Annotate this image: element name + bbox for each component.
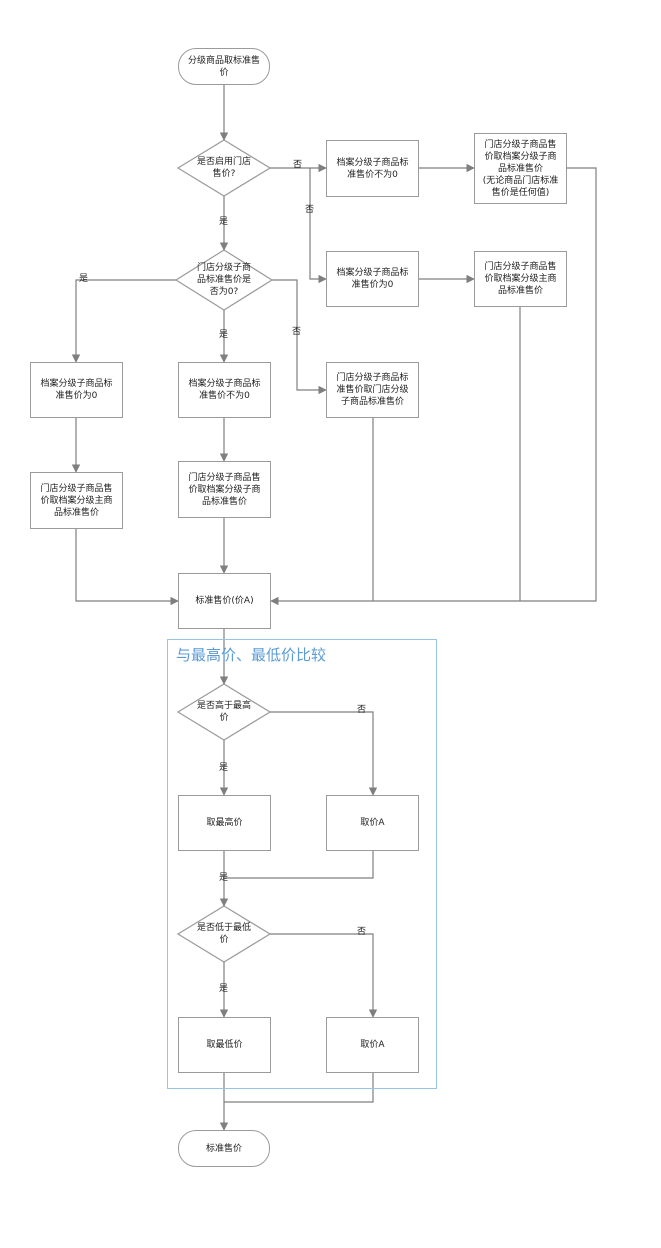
edge-d4-to-r13 <box>270 933 378 1018</box>
edge-label-d4-yes: 是 <box>219 984 229 994</box>
edge-label-d3-yes: 是 <box>219 763 229 773</box>
decision-below-min: 是否低于最低 价 <box>196 923 251 945</box>
node-archive-price-zero: 档案分级子商品标 准售价为0 <box>326 251 419 307</box>
node-take-price-a-2: 取价A <box>326 1017 419 1073</box>
node-archive-price-not-zero: 档案分级子商品标 准售价不为0 <box>326 140 419 197</box>
edge-d2-to-r5 <box>71 279 176 363</box>
edge-label-d2-no: 否 <box>292 327 302 337</box>
node-left-archive-price-zero: 档案分级子商品标 准售价为0 <box>30 362 123 418</box>
edge-d3-to-r11 <box>270 711 378 796</box>
edge-d2-to-r7 <box>272 279 327 395</box>
node-take-max-price: 取最高价 <box>178 795 271 851</box>
node-take-price-a-1: 取价A <box>326 795 419 851</box>
comparison-group-frame <box>167 639 437 1089</box>
node-store-std-price-from-store-child: 门店分级子商品标 准售价取门店分级 子商品标准售价 <box>326 362 419 418</box>
decision-enable-store-price: 是否启用门店 售价? <box>196 157 251 179</box>
edge-label-merge-yes: 是 <box>219 873 229 883</box>
node-store-price-from-archive-main: 门店分级子商品售 价取档案分级主商 品标准售价 <box>474 251 567 307</box>
node-take-min-price: 取最低价 <box>178 1017 271 1073</box>
edge-label-d1-no-down: 否 <box>305 205 315 215</box>
edge-r13-to-end <box>224 1073 374 1103</box>
edge-r11-to-d4 <box>224 851 374 879</box>
decision-store-price-zero: 门店分级子商 品标准售价是 否为0? <box>196 263 251 297</box>
end-node: 标准售价 <box>178 1130 270 1167</box>
edge-r2-to-std <box>270 167 597 606</box>
node-standard-price-a: 标准售价(价A) <box>178 573 271 629</box>
node-store-price-from-archive-child: 门店分级子商品售 价取档案分级子商 品标准售价 (无论商品门店标准 售价是任何值… <box>474 133 567 204</box>
decision-above-max: 是否高于最高 价 <box>196 701 251 723</box>
edge-d1-to-r3 <box>309 168 327 284</box>
edge-label-d3-no: 否 <box>357 705 367 715</box>
node-mid-archive-price-not-zero: 档案分级子商品标 准售价不为0 <box>178 362 271 418</box>
edge-label-d4-no: 否 <box>357 927 367 937</box>
edge-label-d2-yes-left: 是 <box>79 274 89 284</box>
edge-label-d1-no: 否 <box>293 160 303 170</box>
edge-label-d2-yes-down: 是 <box>219 330 229 340</box>
node-mid-store-price-from-archive-child: 门店分级子商品售 价取档案分级子商 品标准售价 <box>178 461 271 518</box>
node-left-store-price-from-archive-main: 门店分级子商品售 价取档案分级主商 品标准售价 <box>30 472 123 529</box>
edge-label-d1-yes: 是 <box>219 217 229 227</box>
comparison-group-title: 与最高价、最低价比较 <box>176 646 327 664</box>
edge-r8-to-std <box>75 529 179 606</box>
start-node: 分级商品取标准售 价 <box>178 48 270 85</box>
